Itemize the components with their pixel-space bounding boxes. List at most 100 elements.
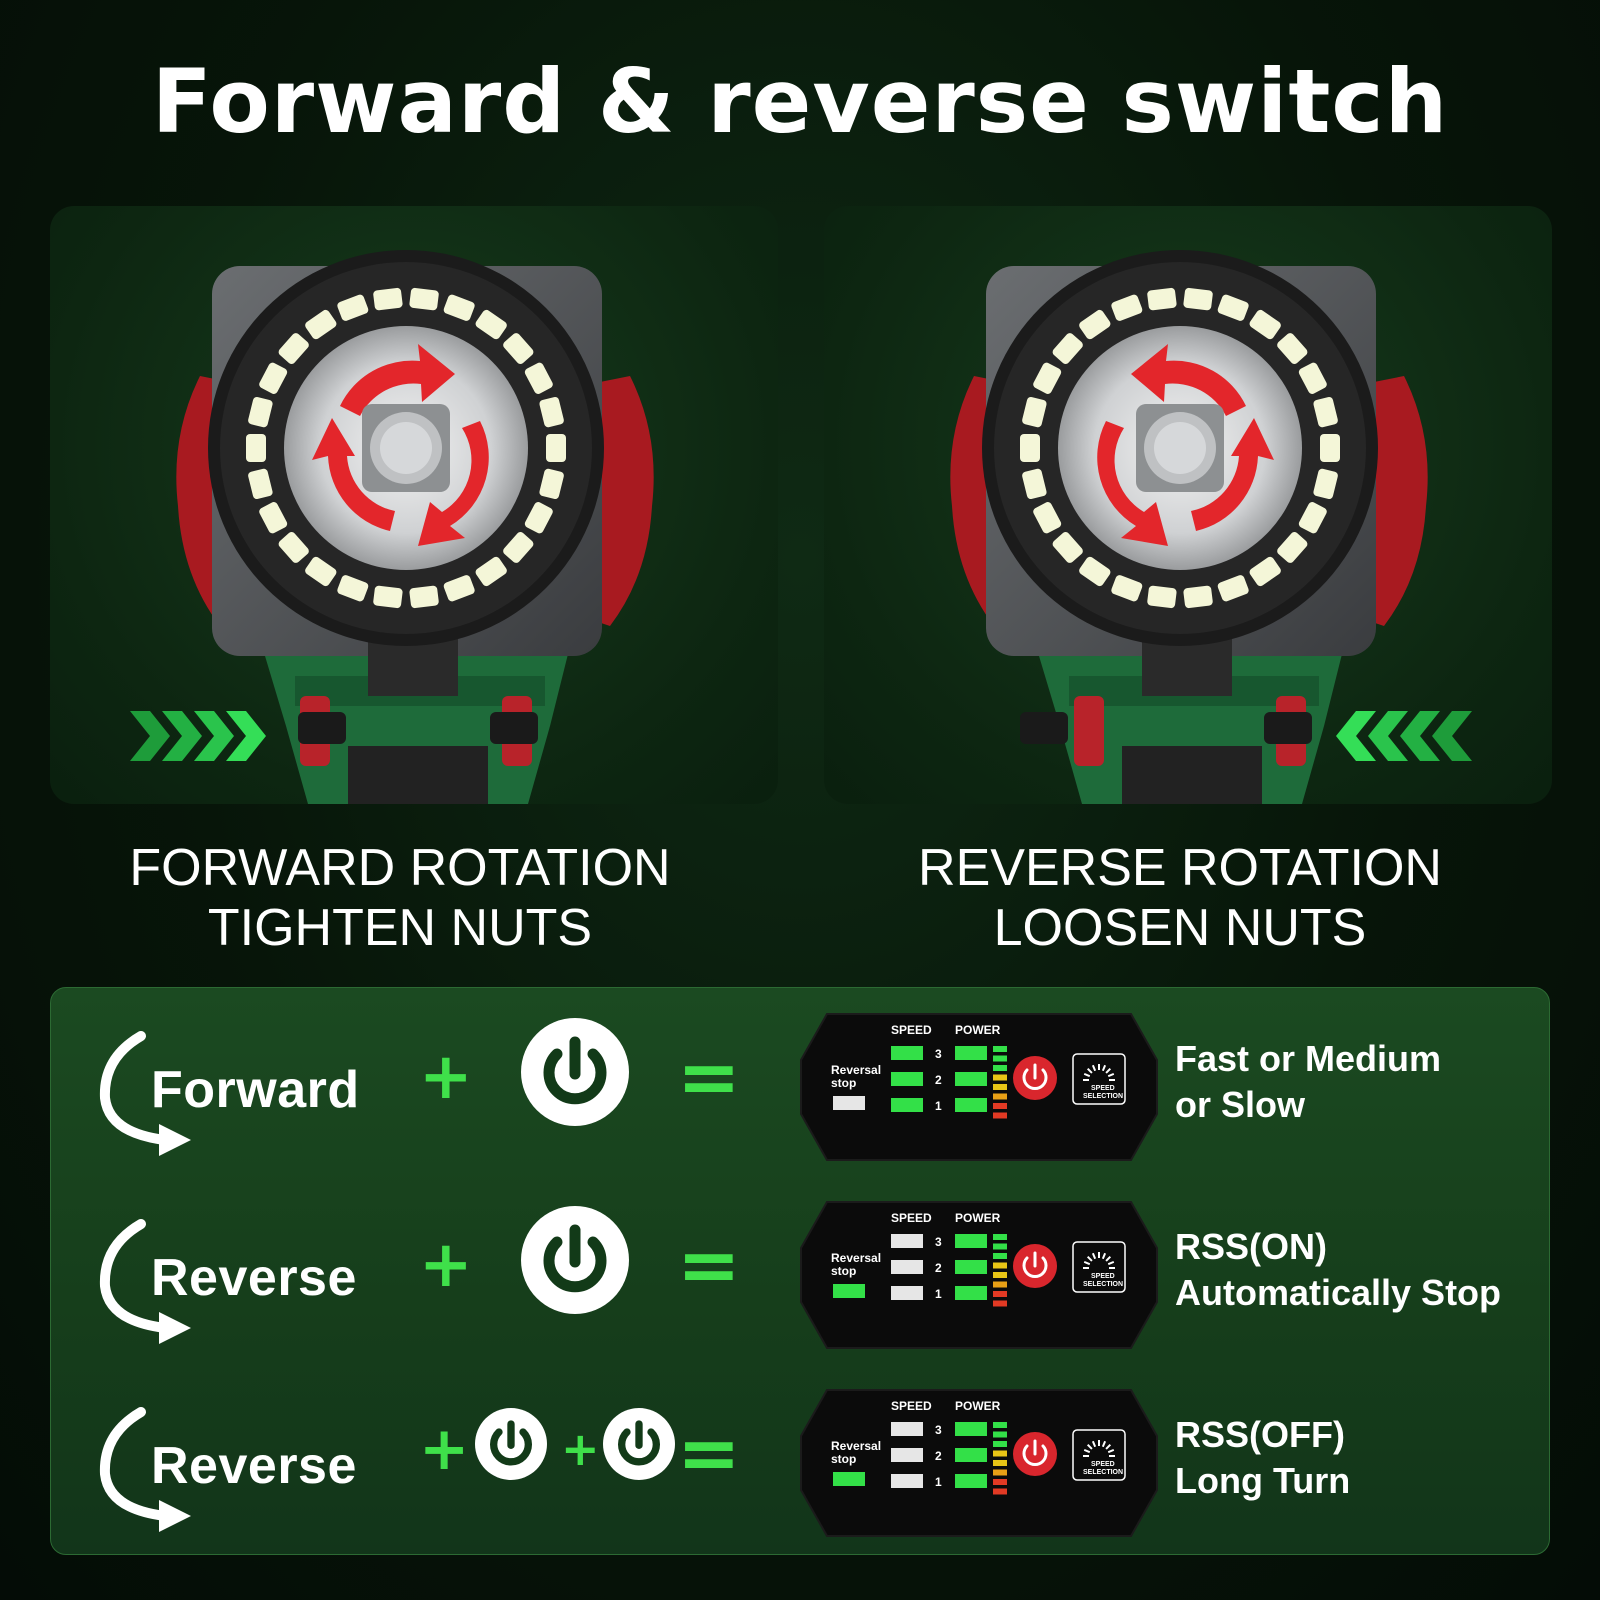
curved-arrow-icon bbox=[99, 1219, 191, 1344]
led-light bbox=[1111, 294, 1143, 321]
caption-line: REVERSE ROTATION bbox=[918, 839, 1442, 897]
led-light bbox=[337, 294, 369, 321]
battery-bar bbox=[993, 1074, 1007, 1081]
plus-sign: + bbox=[561, 1422, 600, 1476]
led-light bbox=[546, 434, 566, 462]
battery-bar bbox=[993, 1431, 1007, 1438]
reverse-rotation-panel bbox=[824, 206, 1552, 804]
speed-level-number: 3 bbox=[935, 1423, 942, 1437]
equals-sign: = bbox=[677, 1408, 741, 1497]
battery-bar bbox=[993, 1281, 1007, 1288]
led-light bbox=[1111, 575, 1143, 602]
led-light bbox=[443, 575, 475, 602]
speed-selection-label: SELECTION bbox=[1083, 1469, 1123, 1476]
led-light bbox=[1147, 287, 1177, 311]
led-light bbox=[475, 309, 507, 340]
speed-level-number: 1 bbox=[935, 1099, 942, 1113]
page-title: Forward & reverse switch bbox=[151, 50, 1449, 153]
battery-bar bbox=[993, 1479, 1007, 1485]
speed-level-number: 2 bbox=[935, 1073, 942, 1087]
caption-line: TIGHTEN NUTS bbox=[207, 899, 593, 957]
impact-wrench-front-forward-image bbox=[130, 250, 654, 804]
led-light bbox=[1079, 309, 1111, 340]
speed-selection-label: SPEED bbox=[1091, 1273, 1115, 1280]
led-light bbox=[443, 294, 475, 321]
battery-bar bbox=[993, 1291, 1007, 1297]
led-light bbox=[248, 396, 273, 428]
led-light bbox=[246, 434, 266, 462]
battery-bar bbox=[993, 1046, 1007, 1052]
led-light bbox=[1183, 287, 1213, 311]
power-level-indicator bbox=[955, 1260, 987, 1274]
forward-rotation-caption: FORWARD ROTATION TIGHTEN NUTS bbox=[20, 838, 780, 958]
battery-bar bbox=[993, 1488, 1007, 1495]
battery-bar bbox=[993, 1234, 1007, 1240]
battery-bar bbox=[993, 1112, 1007, 1119]
led-ring bbox=[246, 287, 566, 609]
speed-level-indicator bbox=[891, 1422, 923, 1436]
speed-selection-label: SELECTION bbox=[1083, 1281, 1123, 1288]
led-light bbox=[1183, 585, 1213, 609]
led-light bbox=[503, 333, 534, 364]
impact-wrench-front-reverse-image bbox=[950, 250, 1472, 804]
equals-sign: = bbox=[677, 1032, 741, 1121]
power-level-indicator bbox=[955, 1072, 987, 1086]
led-light bbox=[278, 532, 309, 563]
led-light bbox=[1320, 434, 1340, 462]
reversal-stop-indicator bbox=[833, 1472, 865, 1486]
power-level-indicator bbox=[955, 1422, 987, 1436]
led-light bbox=[305, 309, 337, 340]
power-level-indicator bbox=[955, 1448, 987, 1462]
reversal-stop-label: stop bbox=[831, 1264, 856, 1278]
led-light bbox=[1249, 309, 1281, 340]
speed-label: SPEED bbox=[891, 1399, 932, 1413]
equals-sign: = bbox=[677, 1220, 741, 1309]
power-button-icon bbox=[521, 1018, 629, 1126]
led-light bbox=[373, 585, 403, 609]
led-light bbox=[524, 502, 553, 534]
plus-sign: + bbox=[419, 1414, 470, 1484]
power-label: POWER bbox=[955, 1399, 1001, 1413]
led-light bbox=[409, 585, 439, 609]
battery-bar bbox=[993, 1441, 1007, 1447]
reversal-stop-label: Reversal bbox=[831, 1251, 881, 1265]
curved-arrow-icon bbox=[99, 1031, 191, 1156]
mode-description-line: or Slow bbox=[1175, 1084, 1306, 1125]
led-light bbox=[1313, 468, 1338, 500]
battery-bar bbox=[993, 1055, 1007, 1062]
led-light bbox=[337, 575, 369, 602]
reversal-stop-label: stop bbox=[831, 1076, 856, 1090]
battery-bar bbox=[993, 1272, 1007, 1278]
speed-selection-label: SPEED bbox=[1091, 1461, 1115, 1468]
speed-level-number: 1 bbox=[935, 1475, 942, 1489]
direction-label: Reverse bbox=[151, 1437, 357, 1495]
speed-level-number: 3 bbox=[935, 1047, 942, 1061]
speed-level-indicator bbox=[891, 1072, 923, 1086]
power-button-icon bbox=[1013, 1056, 1057, 1100]
mode-description-line: RSS(ON) bbox=[1175, 1226, 1327, 1267]
speed-level-number: 2 bbox=[935, 1261, 942, 1275]
power-button-icon bbox=[603, 1408, 675, 1480]
power-level-indicator bbox=[955, 1046, 987, 1060]
mode-description: RSS(ON) Automatically Stop bbox=[1175, 1224, 1545, 1316]
led-light bbox=[1079, 556, 1111, 587]
reversal-stop-label: Reversal bbox=[831, 1063, 881, 1077]
led-light bbox=[475, 556, 507, 587]
led-light bbox=[1298, 362, 1327, 394]
battery-bar bbox=[993, 1300, 1007, 1307]
speed-selection-label: SELECTION bbox=[1083, 1093, 1123, 1100]
power-button-icon bbox=[1013, 1244, 1057, 1288]
power-label: POWER bbox=[955, 1023, 1001, 1037]
speed-level-number: 3 bbox=[935, 1235, 942, 1249]
speed-level-indicator bbox=[891, 1098, 923, 1112]
speed-level-indicator bbox=[891, 1046, 923, 1060]
battery-bar bbox=[993, 1103, 1007, 1109]
led-light bbox=[539, 468, 564, 500]
led-light bbox=[1033, 362, 1062, 394]
battery-bar bbox=[993, 1243, 1007, 1250]
led-ring bbox=[1020, 287, 1340, 609]
